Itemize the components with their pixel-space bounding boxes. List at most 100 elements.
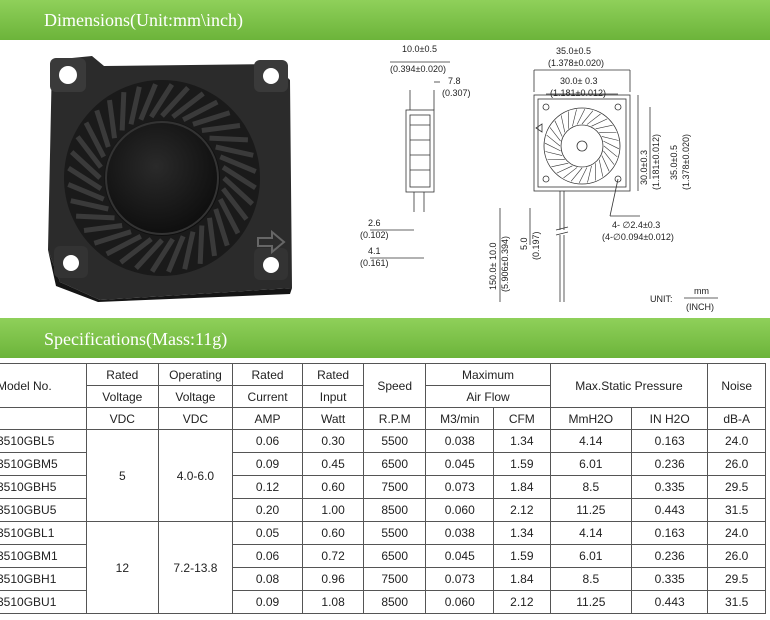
current-cell: 0.09 xyxy=(231,590,304,614)
pressure-inh2o-cell: 0.163 xyxy=(631,429,709,453)
dim-pin-b-inch: (0.161) xyxy=(360,258,389,268)
airflow-m3-cell: 0.073 xyxy=(425,475,495,499)
fan-blade xyxy=(83,223,123,233)
dim-lead-length-inch: (5.906±0.394) xyxy=(500,236,510,292)
input-cell: 0.45 xyxy=(302,452,364,476)
dim-lead-length: 150.0± 10.0 xyxy=(488,243,498,290)
drawing-blade xyxy=(556,165,573,174)
fan-blade xyxy=(218,198,241,235)
operating-voltage-cell: 4.0-6.0 xyxy=(158,429,233,522)
fan-blade xyxy=(105,234,142,257)
dim-holes-inch: (4-∅0.094±0.012) xyxy=(602,232,674,242)
pressure-inh2o-cell: 0.236 xyxy=(631,544,709,568)
fan-blade xyxy=(67,182,105,202)
input-cell: 0.72 xyxy=(302,544,364,568)
fan-blade xyxy=(182,231,196,270)
hdr-speed: Speed xyxy=(362,363,427,408)
unit-mm: mm xyxy=(694,286,709,296)
drawing-blade xyxy=(549,127,561,142)
airflow-m3-cell: 0.060 xyxy=(425,590,495,614)
fan-blade xyxy=(107,99,117,139)
drawing-blade xyxy=(551,162,569,168)
dim-side-width-inch: (0.394±0.020) xyxy=(390,64,446,74)
drawing-blade xyxy=(544,142,561,152)
airflow-cfm-cell: 1.84 xyxy=(493,475,551,499)
drawing-blade xyxy=(598,159,604,177)
speed-cell: 7500 xyxy=(362,475,427,499)
blower-fan-photo xyxy=(48,56,292,302)
fan-blade xyxy=(67,165,103,191)
hdr-airflow: Maximum xyxy=(425,363,551,386)
airflow-cfm-cell: 1.34 xyxy=(493,429,551,453)
current-cell: 0.08 xyxy=(231,567,304,591)
specs-title: Specifications(Mass:11g) xyxy=(44,329,228,349)
noise-cell: 24.0 xyxy=(707,429,766,453)
model-cell: 3510GBH1 xyxy=(0,567,87,591)
model-cell: 3510GBL1 xyxy=(0,521,87,545)
specs-banner: Specifications(Mass:11g) xyxy=(0,318,770,358)
unit-label: UNIT: xyxy=(650,294,673,304)
fan-blade xyxy=(215,144,254,158)
noise-cell: 24.0 xyxy=(707,521,766,545)
drawing-blade xyxy=(601,136,619,141)
input-cell: 0.96 xyxy=(302,567,364,591)
dim-lead-strip-inch: (0.197) xyxy=(531,231,541,260)
fan-blade xyxy=(197,225,205,265)
input-cell: 0.30 xyxy=(302,429,364,453)
hdr-operating-voltage-2: Voltage xyxy=(158,385,233,408)
drawing-blade xyxy=(576,108,586,125)
drawing-blade xyxy=(572,109,577,127)
operating-voltage-cell: 7.2-13.8 xyxy=(158,521,233,614)
drawing-blade xyxy=(560,115,566,133)
unit-inch: (INCH) xyxy=(686,302,714,312)
drawing-blade xyxy=(601,155,610,172)
input-cell: 0.60 xyxy=(302,521,364,545)
speed-cell: 6500 xyxy=(362,452,427,476)
drawing-blade xyxy=(563,167,578,179)
current-cell: 0.09 xyxy=(231,452,304,476)
dim-front-height-inch: (1.378±0.020) xyxy=(681,134,691,190)
hdr-rated-current-2: Current xyxy=(231,385,304,408)
unit-watt: Watt xyxy=(302,407,364,430)
pressure-inh2o-cell: 0.335 xyxy=(631,567,709,591)
model-cell: 3510GBU5 xyxy=(0,498,87,522)
dim-pin-a-inch: (0.102) xyxy=(360,230,389,240)
dim-holes: 4- ∅2.4±0.3 xyxy=(612,220,660,230)
fan-blade xyxy=(207,217,217,257)
fan-blade xyxy=(209,135,249,143)
pressure-mmh2o-cell: 8.5 xyxy=(549,475,633,499)
airflow-cfm-cell: 1.59 xyxy=(493,544,551,568)
drawing-blade xyxy=(545,151,563,156)
dim-side-depth-inch: (0.307) xyxy=(442,88,471,98)
airflow-cfm-cell: 1.34 xyxy=(493,521,551,545)
pressure-mmh2o-cell: 4.14 xyxy=(549,429,633,453)
airflow-m3-cell: 0.073 xyxy=(425,567,495,591)
drawing-blade xyxy=(586,113,601,125)
hdr-rated-input: Rated xyxy=(302,363,364,386)
fan-blade xyxy=(119,237,153,265)
drawing-blade xyxy=(587,165,592,183)
dim-front-width-inch: (1.378±0.020) xyxy=(548,58,604,68)
unit-amp: AMP xyxy=(231,407,304,430)
current-cell: 0.05 xyxy=(231,521,304,545)
pressure-inh2o-cell: 0.443 xyxy=(631,498,709,522)
dim-pin-b: 4.1 xyxy=(368,246,381,256)
dim-hole-spacing: 30.0± 0.3 xyxy=(560,76,597,86)
drawing-blade xyxy=(603,150,615,165)
fan-blade xyxy=(149,83,175,119)
model-cell: 3510GBM1 xyxy=(0,544,87,568)
dim-hole-spacing-v: 30.0±0.3 xyxy=(639,150,649,185)
airflow-m3-cell: 0.038 xyxy=(425,429,495,453)
dimension-drawing: 10.0±0.5 (0.394±0.020) 7.8 (0.307) 2.6 (… xyxy=(360,44,718,312)
dim-front-width: 35.0±0.5 xyxy=(556,46,591,56)
rated-voltage-cell: 12 xyxy=(85,521,160,614)
fan-blade xyxy=(221,165,257,191)
airflow-cfm-cell: 2.12 xyxy=(493,498,551,522)
fan-blade xyxy=(213,208,230,247)
drawing-blade xyxy=(603,145,618,158)
dimensions-title: Dimensions(Unit:mm\inch) xyxy=(44,10,243,30)
